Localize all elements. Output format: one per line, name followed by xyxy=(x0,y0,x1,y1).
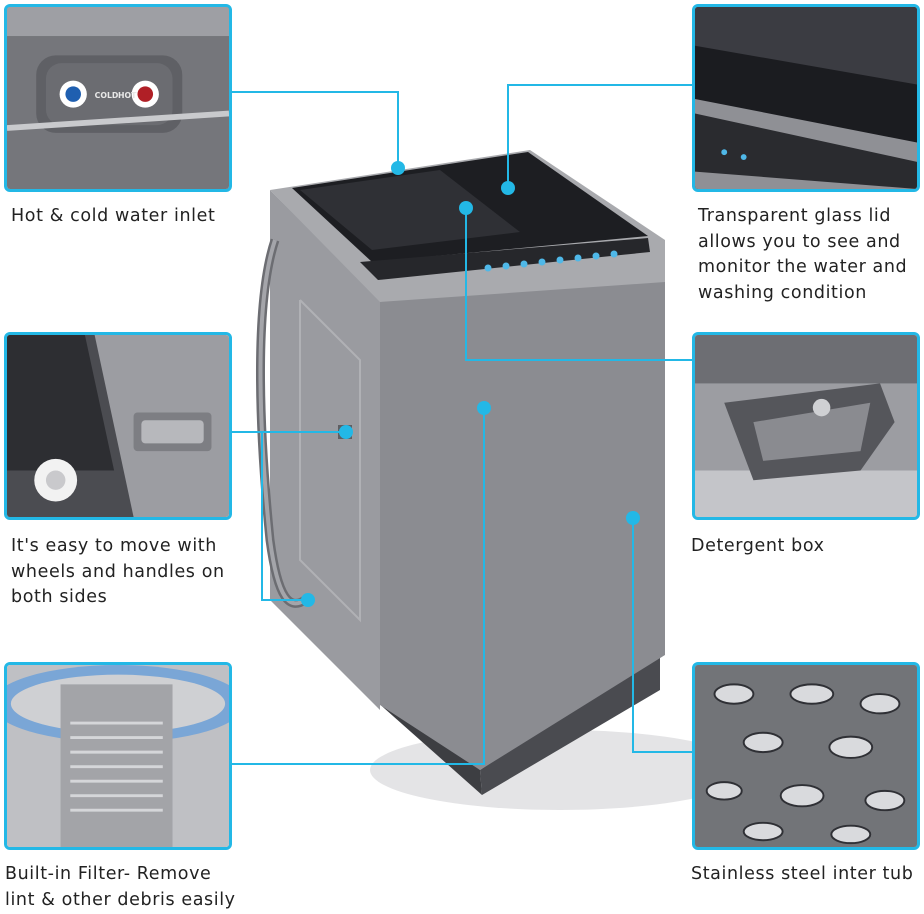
glass-lid-closeup-panel xyxy=(692,4,920,192)
caption-hot-cold-inlet: Hot & cold water inlet xyxy=(11,206,216,226)
caption-detergent-box: Detergent box xyxy=(691,536,825,556)
inlet-closeup-panel: COLD HOT xyxy=(4,4,232,192)
wheels-closeup-panel xyxy=(4,332,232,520)
inlet-label-hot: HOT xyxy=(118,91,137,100)
callout-lines xyxy=(232,84,696,765)
washer-front xyxy=(380,280,665,770)
caption-steel-tub: Stainless steel inter tub xyxy=(691,864,914,884)
washer-base-front xyxy=(480,650,660,795)
control-panel xyxy=(360,238,650,280)
steel-tub-closeup-panel xyxy=(692,662,920,850)
caption-glass-lid: Transparent glass lid allows you to see … xyxy=(698,206,908,303)
caption-filter: Built-in Filter- Remove lint & other deb… xyxy=(5,864,236,910)
washer-side xyxy=(270,190,380,710)
caption-wheels-handles: It's easy to move with wheels and handle… xyxy=(11,536,225,607)
detergent-closeup-panel xyxy=(692,332,920,520)
callout-dots xyxy=(301,161,640,607)
filter-closeup-panel xyxy=(4,662,232,850)
inlet-label-cold: COLD xyxy=(95,91,119,100)
control-buttons xyxy=(484,250,618,272)
